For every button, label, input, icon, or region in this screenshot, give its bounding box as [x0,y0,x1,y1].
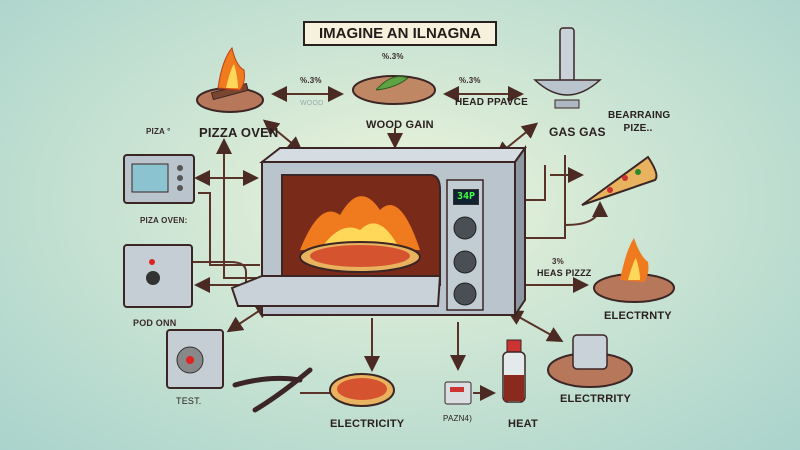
gas-gas-label: GAS GAS [549,125,606,139]
control-box-icon [123,244,193,308]
pizza-oven-label: PIZZA OVEN [199,125,279,140]
piza-oven-label: PIZA OVEN: [140,216,188,225]
pizza-slice-icon [581,155,658,206]
bottle-icon [502,339,526,403]
heas-pizzz-label: HEAS PIZZZ [537,268,592,278]
pizza-icon [329,373,395,407]
microwave-icon [123,154,195,204]
wood-label: WOOD [300,100,324,107]
campfire-icon [196,46,264,113]
test-label: TEST. [176,396,202,406]
pct-label: %.3% [459,76,481,85]
meter-icon [444,381,472,405]
diagram-title: IMAGINE AN ILNAGNA [303,21,497,46]
pazn-label: PAZN4) [443,414,473,423]
campfire-right-icon [593,238,675,303]
electrrity-label: ELECTRRITY [560,393,632,405]
speaker-box-icon [166,329,224,389]
tongs-icon [232,367,313,413]
wood-gain-label: WOOD GAIN [366,119,434,131]
oven-icon [230,144,527,319]
wood-board-icon [352,75,436,105]
electricity-label: ELECTRICITY [330,418,405,430]
pct-label: %.3% [382,52,404,61]
bearraing-label: BEARRAING PIZE.. [608,110,671,134]
pct-label: 3% [552,257,564,266]
gas-burner-icon [533,27,602,109]
pct-label: %.3% [300,76,322,85]
pot-icon [547,334,633,388]
oven-display: 34P [453,189,479,205]
piza-label: PIZA ° [146,127,171,136]
connector-arrows [192,86,608,401]
pod-onn-label: POD ONN [133,318,177,328]
electrnty-label: ELECTRNTY [604,310,672,322]
head-pravce-label: HEAD PPAVCE [455,97,528,108]
heat-label: HEAT [508,418,538,430]
